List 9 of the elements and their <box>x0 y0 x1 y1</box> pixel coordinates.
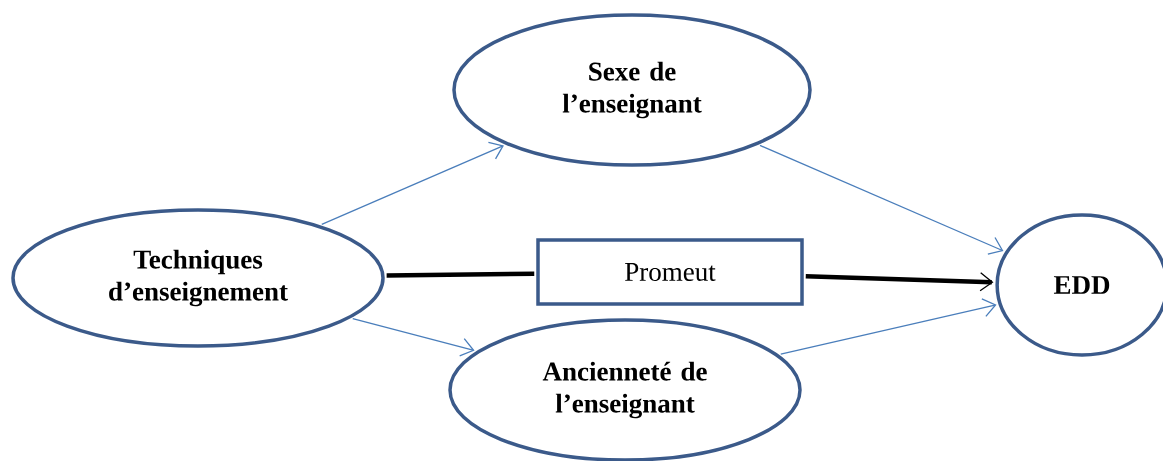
ellipse-node: Techniques d’enseignement <box>11 208 385 348</box>
ellipse-node: Sexe de l’enseignant <box>452 13 812 167</box>
arrow <box>780 298 997 355</box>
arrow <box>352 317 475 357</box>
connector-line <box>386 271 535 278</box>
process-box: Promeut <box>536 238 804 306</box>
arrow <box>759 144 1004 255</box>
arrow <box>321 141 504 226</box>
arrow <box>805 272 994 292</box>
